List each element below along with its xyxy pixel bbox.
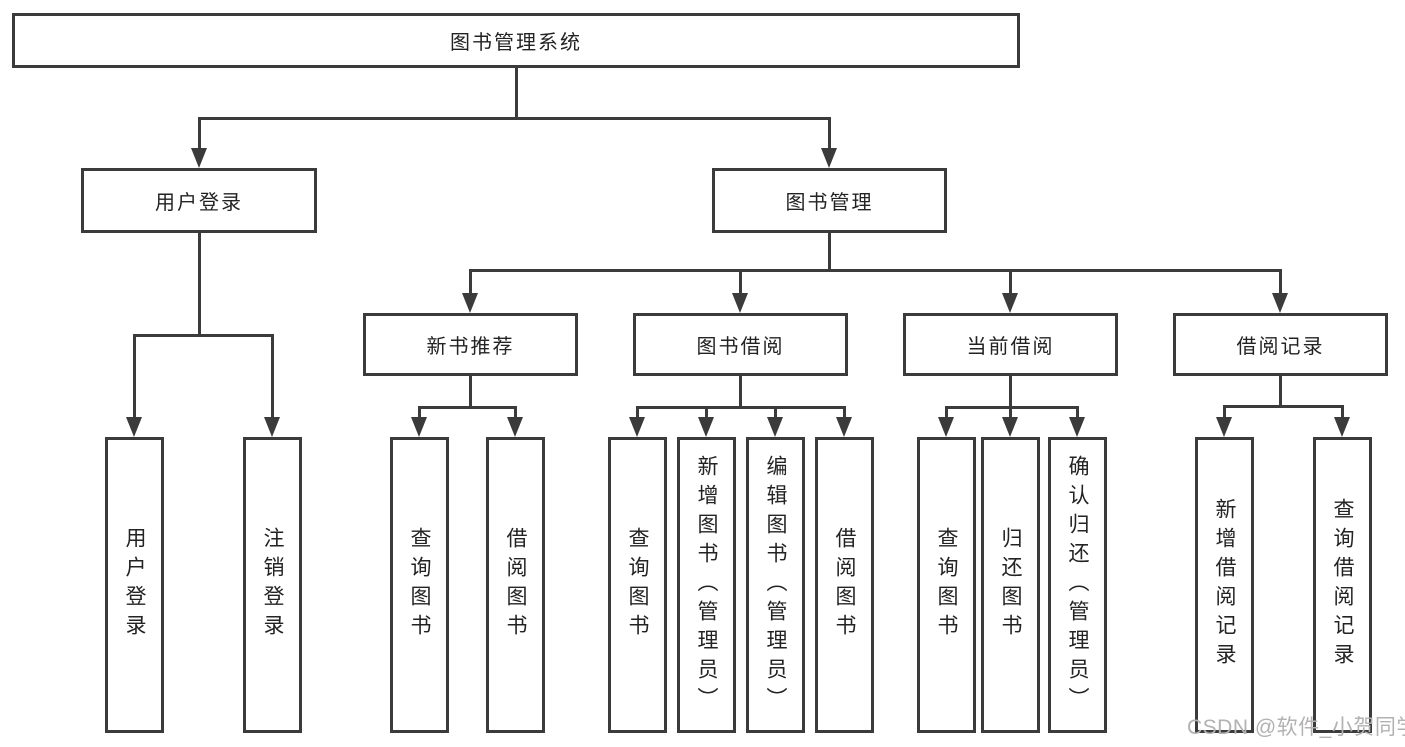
node-borrowing-records: 借阅记录 (1173, 313, 1388, 376)
connector-line (739, 269, 742, 295)
node-label: 借阅记录 (1236, 336, 1325, 358)
arrow-down-icon (1069, 417, 1085, 437)
connector-line (1009, 376, 1012, 408)
connector-line (1223, 405, 1226, 419)
arrow-down-icon (836, 417, 852, 437)
node-user-login: 用户登录 (81, 168, 317, 233)
arrow-down-icon (821, 148, 837, 168)
connector-line (198, 233, 201, 335)
connector-line (198, 117, 201, 151)
leaf-label: 新增图书（管理员） (695, 454, 718, 716)
arrow-down-icon (1334, 417, 1350, 437)
connector-line (1223, 405, 1344, 408)
leaf-query-books-borrow: 查询图书 (608, 437, 667, 733)
arrow-down-icon (1002, 417, 1018, 437)
connector-line (774, 406, 777, 419)
leaf-borrow-books-recommend: 借阅图书 (486, 437, 545, 733)
leaf-label: 新增借阅记录 (1213, 498, 1236, 672)
arrow-down-icon (1002, 293, 1018, 313)
leaf-label: 归还图书 (999, 527, 1022, 643)
connector-line (271, 334, 274, 419)
leaf-user-login: 用户登录 (105, 437, 164, 733)
node-label: 当前借阅 (966, 336, 1055, 358)
leaf-label: 查询图书 (408, 527, 431, 643)
leaf-label: 借阅图书 (504, 527, 527, 643)
connector-line (469, 269, 1282, 272)
leaf-label: 用户登录 (123, 527, 146, 643)
arrow-down-icon (698, 417, 714, 437)
leaf-label: 查询图书 (626, 527, 649, 643)
connector-line (469, 376, 472, 408)
connector-line (1076, 406, 1079, 419)
csdn-watermark: CSDN @软件_小贺同学 (1187, 716, 1405, 739)
arrow-down-icon (1272, 293, 1288, 313)
arrow-down-icon (411, 417, 427, 437)
arrow-down-icon (629, 417, 645, 437)
connector-line (945, 406, 948, 419)
node-label: 图书管理 (785, 192, 874, 214)
leaf-query-borrow-record: 查询借阅记录 (1313, 437, 1372, 733)
arrow-down-icon (264, 417, 280, 437)
connector-line (418, 406, 517, 409)
node-new-book-recommend: 新书推荐 (363, 313, 578, 376)
leaf-add-books-admin: 新增图书（管理员） (677, 437, 736, 733)
connector-line (1009, 406, 1012, 419)
arrow-down-icon (1216, 417, 1232, 437)
connector-line (843, 406, 846, 419)
connector-line (636, 406, 846, 409)
leaf-borrow-books: 借阅图书 (815, 437, 874, 733)
connector-line (1279, 376, 1282, 407)
connector-line (828, 233, 831, 270)
arrow-down-icon (126, 417, 142, 437)
leaf-label: 编辑图书（管理员） (764, 454, 787, 716)
leaf-query-books-current: 查询图书 (917, 437, 976, 733)
connector-line (705, 406, 708, 419)
leaf-logout: 注销登录 (243, 437, 302, 733)
connector-line (1341, 405, 1344, 419)
connector-line (469, 269, 472, 295)
leaf-label: 注销登录 (261, 527, 284, 643)
arrow-down-icon (767, 417, 783, 437)
connector-line (514, 406, 517, 419)
leaf-label: 借阅图书 (833, 527, 856, 643)
connector-line (133, 334, 274, 337)
leaf-edit-books-admin: 编辑图书（管理员） (746, 437, 805, 733)
node-label: 图书管理系统 (450, 32, 582, 54)
connector-line (133, 334, 136, 419)
arrow-down-icon (732, 293, 748, 313)
node-label: 新书推荐 (426, 336, 515, 358)
node-current-borrowing: 当前借阅 (903, 313, 1118, 376)
connector-line (1009, 269, 1012, 295)
connector-line (739, 376, 742, 408)
arrow-down-icon (938, 417, 954, 437)
node-book-borrowing: 图书借阅 (633, 313, 848, 376)
leaf-add-borrow-record: 新增借阅记录 (1195, 437, 1254, 733)
connector-line (1279, 269, 1282, 295)
connector-line (828, 117, 831, 151)
connector-line (198, 117, 831, 120)
node-label: 用户登录 (155, 192, 243, 214)
node-label: 图书借阅 (696, 336, 785, 358)
leaf-label: 查询图书 (935, 527, 958, 643)
arrow-down-icon (507, 417, 523, 437)
connector-line (515, 68, 518, 118)
connector-line (945, 406, 1079, 409)
leaf-label: 确认归还（管理员） (1066, 454, 1089, 716)
node-library-management-system: 图书管理系统 (12, 13, 1020, 68)
leaf-confirm-return-admin: 确认归还（管理员） (1048, 437, 1107, 733)
leaf-return-books: 归还图书 (981, 437, 1040, 733)
node-book-management: 图书管理 (712, 168, 947, 233)
connector-line (636, 406, 639, 419)
leaf-label: 查询借阅记录 (1331, 498, 1354, 672)
leaf-query-books-recommend: 查询图书 (390, 437, 449, 733)
connector-line (418, 406, 421, 419)
arrow-down-icon (191, 148, 207, 168)
arrow-down-icon (462, 293, 478, 313)
